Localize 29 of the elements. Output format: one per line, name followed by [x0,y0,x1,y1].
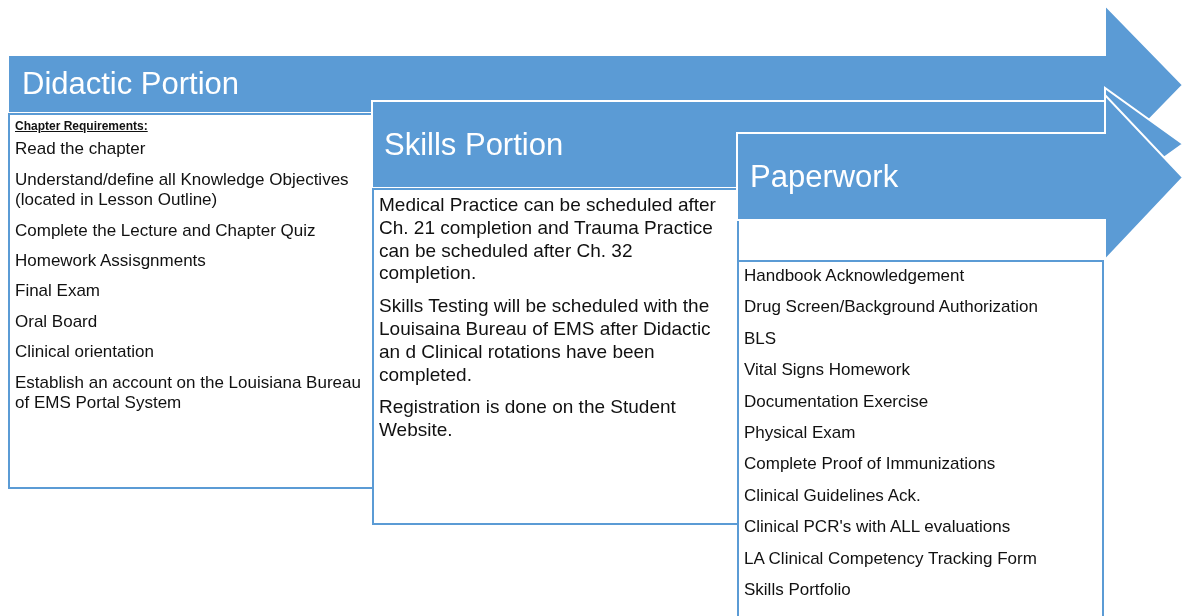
list-item: Clinical orientation [15,342,155,363]
text-panel [737,260,1104,616]
list-item: Clinical PCR's with ALL evaluations [744,517,1012,538]
stage-title: Paperwork [750,160,899,192]
list-item: Oral Board [15,311,99,333]
list-item: Vital Signs Homework [744,360,911,381]
list-item: Complete Proof of Immunizations [744,454,997,475]
list-item: Skills Portfolio [744,579,852,601]
list-item: Complete the Lecture and Chapter Quiz [15,220,317,241]
list-item: BLS [744,328,778,350]
list-item: Establish an account on the Louisiana Bureau of EMS Portal System [15,372,362,414]
list-item: Skills Testing will be scheduled with the Louisaina Bureau of EMS after Didactic an d Clinical rotations have been completed. [379,295,712,387]
list-item: Documentation Exercise [744,391,930,412]
stage-title: Skills Portion [384,128,564,160]
list-item: Drug Screen/Background Authorization [744,297,1039,318]
list-item: Medical Practice can be scheduled after Ch. 21 completion and Trauma Practice can be scheduled after Ch. 32 completion. [379,194,717,286]
list-item: Understand/define all Knowledge Objectives (located in Lesson Outline) [15,169,350,211]
text-panel [372,188,739,525]
text-panel [8,113,374,489]
section-heading: Chapter Requirements: [15,119,149,134]
list-item: Read the chapter [15,139,147,160]
list-item: Clinical Guidelines Ack. [744,485,922,507]
list-item: Registration is done on the Student Website. [379,396,677,442]
stage-title: Didactic Portion [22,68,240,99]
list-item: Homework Assisgnments [15,250,207,272]
list-item: Handbook Acknowledgement [744,266,966,287]
list-item: LA Clinical Competency Tracking Form [744,548,1038,569]
list-item: Final Exam [15,281,102,302]
list-item: Physical Exam [744,422,857,444]
